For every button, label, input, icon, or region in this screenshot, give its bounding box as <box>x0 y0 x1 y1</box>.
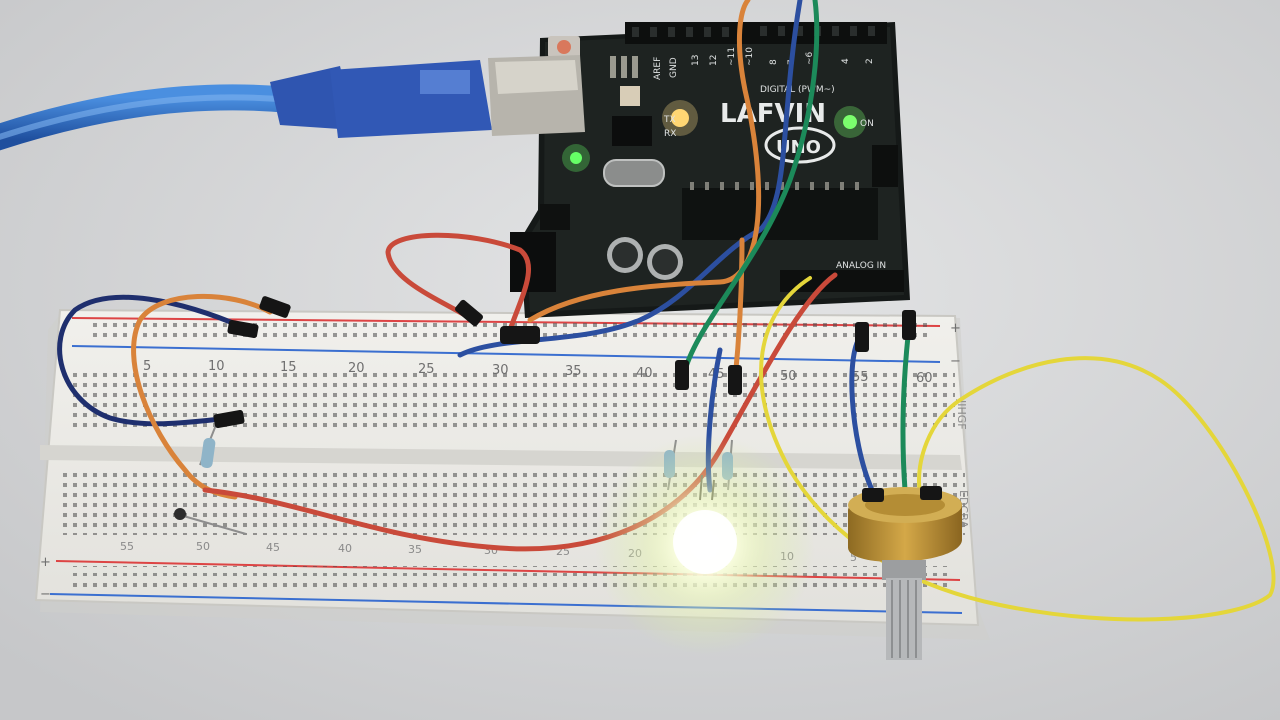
bb-col-num: 5 <box>143 359 151 374</box>
rail-minus-label: − <box>950 354 961 369</box>
pin-label: 13 <box>691 55 701 66</box>
analog-header-label: ANALOG IN <box>836 261 886 271</box>
l-led <box>570 152 582 164</box>
bb-col-num: 55 <box>852 370 869 385</box>
rail-plus-label: + <box>950 321 961 336</box>
potentiometer[interactable] <box>848 486 962 660</box>
power-led <box>843 115 857 129</box>
breadboard: 5 10 15 20 25 30 35 40 45 50 55 60 55 50… <box>34 308 990 640</box>
rx-led-label: RX <box>664 129 676 139</box>
rail-plus-label-bottom: + <box>40 555 51 570</box>
wire-orange-down <box>732 237 745 383</box>
bb-col-num: 15 <box>280 360 297 375</box>
bb-col-num-bottom: 35 <box>408 543 422 556</box>
wire-red-short <box>385 232 532 333</box>
resistor-1 <box>199 419 219 469</box>
jumper-wires <box>57 0 1276 622</box>
bb-col-num: 50 <box>780 369 797 384</box>
rail-minus-label-bottom: − <box>40 587 51 602</box>
pin-label: ~11 <box>727 47 737 66</box>
wire-green-1 <box>682 0 820 373</box>
bb-col-num: 40 <box>636 366 653 381</box>
pin-label: 2 <box>865 58 875 64</box>
row-letters-top: JIHGF <box>955 399 968 430</box>
bb-col-num: 30 <box>492 363 509 378</box>
bb-col-num-bottom: 55 <box>120 540 134 553</box>
tx-led <box>671 109 689 127</box>
bb-col-num-bottom: 45 <box>266 541 280 554</box>
wire-blue <box>457 0 803 358</box>
wire-plugs <box>213 296 916 429</box>
bb-col-num: 20 <box>348 361 365 376</box>
pin-label-aref: AREF <box>653 57 663 80</box>
bb-col-num: 10 <box>208 359 225 374</box>
bb-col-num: 60 <box>916 371 933 386</box>
pin-label: 8 <box>769 59 779 65</box>
digital-header-label: DIGITAL (PWM~) <box>760 85 835 95</box>
wire-yellow <box>759 276 1276 622</box>
wire-navy <box>57 294 248 427</box>
lit-led <box>595 435 815 655</box>
bb-col-num-bottom: 40 <box>338 542 352 555</box>
pin-label-gnd: GND <box>669 57 679 78</box>
pin-label: 12 <box>709 55 719 66</box>
pin-label: 4 <box>841 58 851 64</box>
pin-label: ~10 <box>745 47 755 66</box>
bb-col-num-bottom: 5 <box>850 551 857 564</box>
pin-label: ~6 <box>805 51 815 65</box>
power-led-label: ON <box>860 119 874 129</box>
usb-cable <box>0 55 585 151</box>
bb-col-num: 35 <box>565 364 582 379</box>
bb-col-num: 25 <box>418 362 435 377</box>
tx-led-label: TX <box>663 115 676 125</box>
bb-col-num-bottom: 50 <box>196 540 210 553</box>
wire-orange-left <box>131 293 273 500</box>
photoresistor <box>174 508 247 535</box>
